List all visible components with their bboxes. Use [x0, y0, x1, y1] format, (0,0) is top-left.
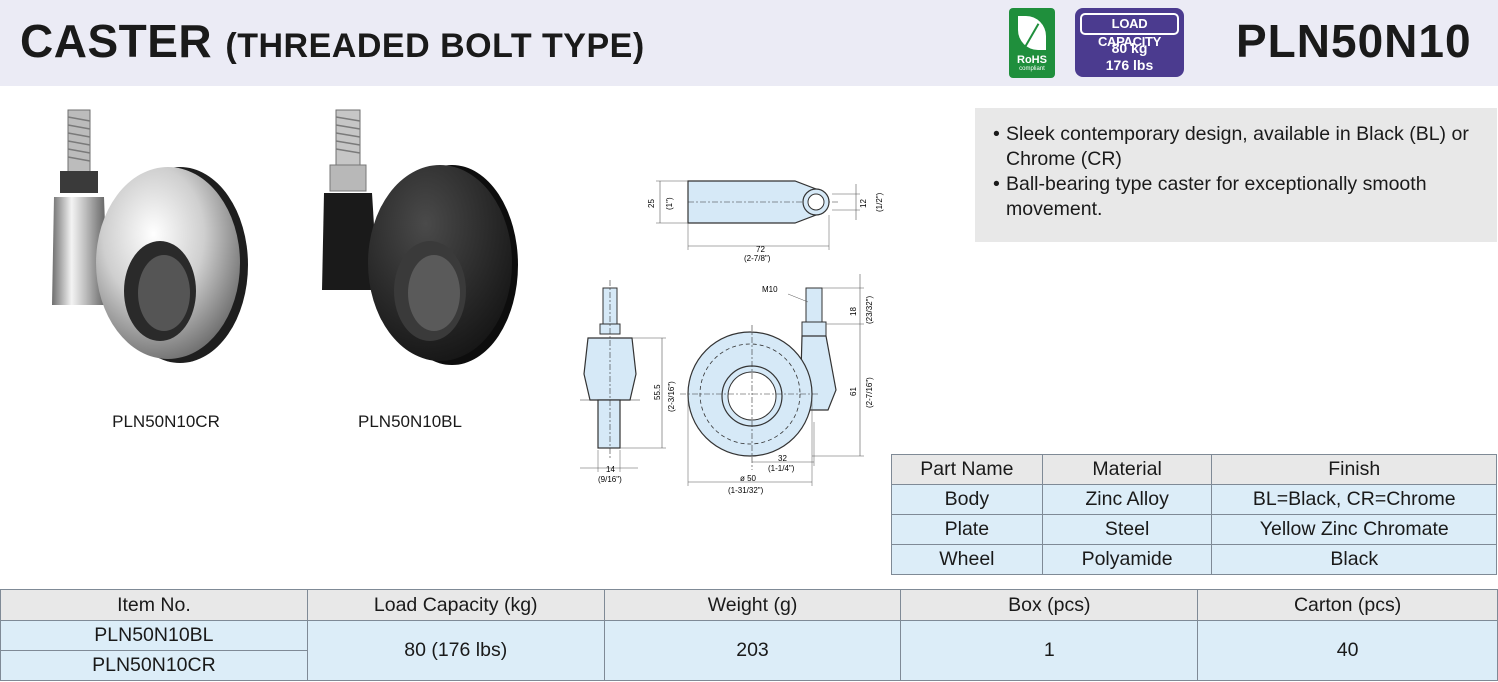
col-carton: Carton (pcs) [1197, 589, 1498, 621]
materials-table: Part Name Material Finish Body Zinc Allo… [891, 454, 1497, 575]
cell-material: Polyamide [1041, 544, 1213, 575]
table-row: PLN50N10CR [0, 650, 1498, 681]
dim-thread-len: 18 [849, 307, 858, 316]
dim-side-height-in: (2-3/16") [667, 381, 676, 412]
col-box: Box (pcs) [900, 589, 1199, 621]
col-load-capacity: Load Capacity (kg) [306, 589, 605, 621]
dim-top-length: 72 [756, 245, 765, 254]
col-item-no: Item No. [0, 589, 308, 621]
cell-load: 80 (176 lbs) [306, 620, 605, 681]
col-part-name: Part Name [891, 454, 1043, 485]
table-row: Wheel Polyamide Black [891, 544, 1497, 575]
cell-material: Steel [1041, 514, 1213, 545]
load-badge-label: LOAD CAPACITY [1080, 13, 1179, 49]
dim-top-length-in: (2-7/8") [744, 254, 771, 263]
col-material: Material [1041, 454, 1213, 485]
cell-material: Zinc Alloy [1041, 484, 1213, 515]
leaf-icon [1018, 16, 1046, 50]
load-capacity-badge: LOAD CAPACITY 80 kg 176 lbs [1075, 8, 1184, 77]
feature-item: Sleek contemporary design, available in … [993, 122, 1481, 172]
cell-finish: Yellow Zinc Chromate [1211, 514, 1497, 545]
rohs-label: RoHS [1017, 54, 1047, 66]
page-subtitle: (THREADED BOLT TYPE) [225, 27, 645, 65]
col-finish: Finish [1211, 454, 1497, 485]
caster-black-photo [322, 109, 518, 365]
dim-top-height: 25 [647, 199, 656, 208]
dim-top-height-in: (1") [665, 197, 674, 210]
table-row: Plate Steel Yellow Zinc Chromate [891, 514, 1497, 545]
cell-part: Body [891, 484, 1043, 515]
cell-finish: Black [1211, 544, 1497, 575]
table-row: PLN50N10BL 80 (176 lbs) 203 1 40 [0, 620, 1498, 681]
photo-label-black: PLN50N10BL [358, 412, 462, 431]
dim-total-height: 61 [849, 387, 858, 396]
load-badge-kg: 80 kg [1111, 40, 1148, 56]
dim-side-width-in: (9/16") [598, 475, 622, 484]
load-badge-lbs: 176 lbs [1105, 57, 1154, 73]
table-header-row: Item No. Load Capacity (kg) Weight (g) B… [0, 589, 1498, 621]
dim-side-width: 14 [606, 465, 615, 474]
col-weight: Weight (g) [603, 589, 902, 621]
page-title: CASTER (THREADED BOLT TYPE) [20, 15, 645, 67]
side-view: 55.5 (2-3/16") 14 (9/16") [580, 280, 676, 484]
cell-part: Wheel [891, 544, 1043, 575]
dim-offset: 32 [778, 454, 787, 463]
cell-part: Plate [891, 514, 1043, 545]
photo-label-chrome: PLN50N10CR [112, 412, 220, 431]
cell-carton: 40 [1197, 620, 1498, 681]
dim-thread: M10 [762, 285, 778, 294]
feature-item: Ball-bearing type caster for exceptional… [993, 172, 1481, 222]
front-view: M10 18 (23/32") 61 (2-7/16") 32 (1-1/4")… [680, 274, 874, 495]
top-view: 25 (1") 72 (2-7/8") 12 (1/2") [647, 180, 884, 263]
cell-box: 1 [900, 620, 1199, 681]
rohs-badge: RoHS compliant [1009, 8, 1055, 78]
rohs-sub: compliant [1019, 66, 1045, 72]
caster-chrome-photo [52, 109, 248, 363]
cell-item-no: PLN50N10BL [0, 620, 308, 651]
cell-item-no: PLN50N10CR [0, 650, 308, 681]
dimension-drawing: 25 (1") 72 (2-7/8") 12 (1/2") 55.5 (2-3/… [580, 180, 884, 495]
features-box: Sleek contemporary design, available in … [975, 108, 1497, 242]
dim-diameter-in: (1-31/32") [728, 486, 764, 495]
dim-top-hole: 12 [859, 199, 868, 208]
header-band: CASTER (THREADED BOLT TYPE) RoHS complia… [0, 0, 1498, 86]
items-table: Item No. Load Capacity (kg) Weight (g) B… [0, 589, 1498, 681]
dim-total-height-in: (2-7/16") [865, 377, 874, 408]
dim-diameter: ø 50 [740, 474, 757, 483]
cell-finish: BL=Black, CR=Chrome [1211, 484, 1497, 515]
table-row: Body Zinc Alloy BL=Black, CR=Chrome [891, 484, 1497, 515]
table-header-row: Part Name Material Finish [891, 454, 1497, 485]
dim-side-height: 55.5 [653, 384, 662, 400]
dim-thread-len-in: (23/32") [865, 295, 874, 324]
dim-top-hole-in: (1/2") [875, 192, 884, 212]
dim-offset-in: (1-1/4") [768, 464, 795, 473]
cell-weight: 203 [603, 620, 902, 681]
model-number: PLN50N10 [1236, 15, 1472, 67]
